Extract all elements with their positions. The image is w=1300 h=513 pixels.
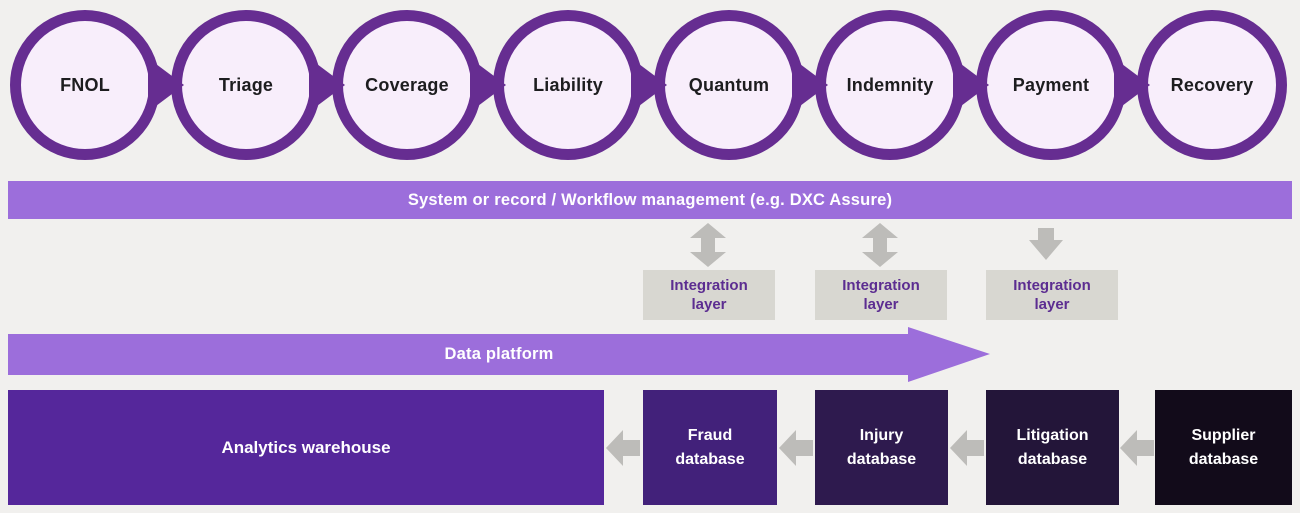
integration-layer-label: Integration layer	[670, 276, 748, 314]
analytics-warehouse-label: Analytics warehouse	[221, 437, 391, 457]
stage-liability: Liability	[493, 10, 643, 160]
injury-database-box: Injury database	[815, 390, 948, 505]
analytics-warehouse-box: Analytics warehouse	[8, 390, 604, 505]
data-platform-arrow: Data platform	[8, 327, 993, 382]
right-arrow-icon	[1114, 58, 1150, 112]
supplier-database-box: Supplier database	[1155, 390, 1292, 505]
stage-label: Liability	[533, 74, 603, 95]
data-platform-arrow-body	[8, 334, 908, 375]
stage-indemnity: Indemnity	[815, 10, 965, 160]
right-arrow-icon	[470, 58, 506, 112]
fraud-database-box: Fraud database	[643, 390, 777, 505]
stage-label: FNOL	[60, 74, 110, 95]
left-arrow-icon	[950, 430, 984, 466]
stage-coverage: Coverage	[332, 10, 482, 160]
stage-fnol: FNOL	[10, 10, 160, 160]
integration-layer-label: Integration layer	[842, 276, 920, 314]
bidirectional-arrow-icon	[690, 223, 726, 267]
stage-label: Indemnity	[846, 74, 934, 95]
litigation-database-box: Litigation database	[986, 390, 1119, 505]
stage-recovery: Recovery	[1137, 10, 1287, 160]
integration-layer-box: Integration layer	[986, 270, 1118, 320]
left-arrow-icon	[606, 430, 640, 466]
injury-database-label: Injury database	[846, 427, 917, 468]
left-arrow-icon	[1120, 430, 1154, 466]
right-arrow-icon	[309, 58, 345, 112]
stage-label: Payment	[1012, 74, 1090, 95]
stage-label: Coverage	[365, 74, 449, 95]
down-arrow-icon	[1029, 228, 1063, 260]
stage-triage: Triage	[171, 10, 321, 160]
right-arrow-icon	[792, 58, 828, 112]
right-arrow-icon	[631, 58, 667, 112]
right-arrow-icon	[908, 327, 990, 382]
supplier-database-label: Supplier database	[1188, 427, 1259, 468]
right-arrow-icon	[148, 58, 184, 112]
integration-layer-label: Integration layer	[1013, 276, 1091, 314]
stage-label: Quantum	[688, 74, 770, 95]
system-of-record-bar: System or record / Workflow management (…	[8, 181, 1292, 219]
data-platform-label: Data platform	[444, 345, 554, 363]
litigation-database-label: Litigation database	[1016, 427, 1089, 468]
left-arrow-icon	[779, 430, 813, 466]
stage-payment: Payment	[976, 10, 1126, 160]
integration-layer-box: Integration layer	[643, 270, 775, 320]
stage-quantum: Quantum	[654, 10, 804, 160]
right-arrow-icon	[953, 58, 989, 112]
stage-label: Recovery	[1170, 74, 1254, 95]
fraud-database-label: Fraud database	[675, 427, 745, 468]
bidirectional-arrow-icon	[862, 223, 898, 267]
integration-layer-box: Integration layer	[815, 270, 947, 320]
stage-label: Triage	[218, 74, 274, 95]
